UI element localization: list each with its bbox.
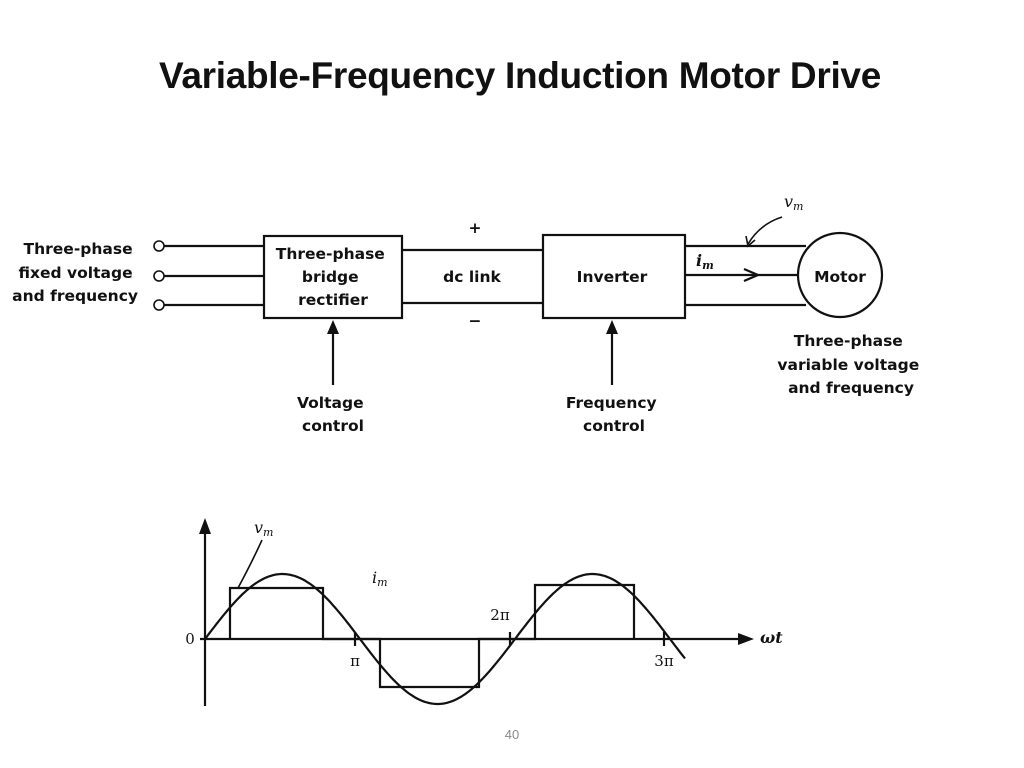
- rectifier-block: [262, 234, 404, 320]
- input-label: Three-phase fixed voltage and frequency: [12, 240, 138, 305]
- dc-link-minus: −: [469, 312, 482, 330]
- inverter-block: [541, 233, 687, 320]
- waveform-voltage-symbol: vm: [254, 518, 273, 539]
- output-label: Three-phase variable voltage and frequen…: [777, 332, 924, 397]
- frequency-control-label: Frequency control: [566, 394, 662, 435]
- tick-label-3pi: 3π: [654, 652, 674, 670]
- current-sine-wave: [204, 572, 686, 706]
- motor-label: Motor: [814, 268, 866, 286]
- voltage-control-label: Voltage control: [297, 394, 369, 435]
- waveform-current-symbol: im: [372, 568, 388, 589]
- waveform-x-axis-arrowhead: [738, 633, 754, 645]
- voltage-square-wave: [228, 583, 636, 689]
- input-terminal-b: [153, 270, 165, 282]
- dc-link-label: dc link: [443, 268, 501, 286]
- waveform-voltage-pointer: [237, 539, 263, 589]
- input-terminal-c: [153, 299, 165, 311]
- dc-link-plus: +: [469, 219, 482, 237]
- tick-label-pi: π: [350, 652, 360, 670]
- waveform-y-axis-arrowhead: [199, 518, 211, 534]
- tick-label-2pi: 2π: [490, 606, 510, 624]
- voltage-pointer: [747, 216, 783, 245]
- waveform-plot: 0 π 2π 3π ωt vm im: [185, 518, 783, 706]
- output-current-symbol: im: [696, 251, 714, 272]
- input-terminal-a: [153, 240, 165, 252]
- motor-circle: [796, 231, 884, 319]
- origin-label: 0: [185, 630, 195, 648]
- current-arrow: [743, 267, 761, 283]
- rectifier-label: Three-phase bridge rectifier: [276, 245, 390, 309]
- output-voltage-symbol: vm: [784, 192, 803, 213]
- page-number: 40: [504, 727, 520, 742]
- input-terminals: [153, 240, 264, 311]
- slide-title: Variable-Frequency Induction Motor Drive: [159, 55, 881, 96]
- voltage-pointer-arrowhead: [745, 235, 756, 248]
- voltage-control-arrowhead: [327, 320, 339, 334]
- x-axis-label: ωt: [760, 628, 783, 647]
- inverter-label: Inverter: [577, 268, 648, 286]
- frequency-control-arrowhead: [606, 320, 618, 334]
